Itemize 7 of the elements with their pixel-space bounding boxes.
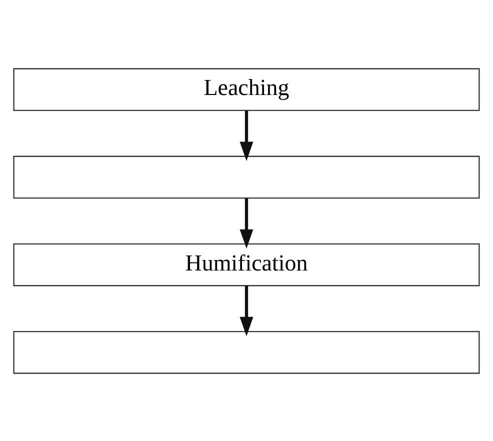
- node-box: Leaching: [13, 68, 480, 110]
- node-box: Humification: [13, 242, 480, 286]
- node-box: [13, 155, 480, 198]
- arrow: [240, 198, 254, 248]
- node-box: [13, 330, 480, 374]
- arrow: [240, 110, 254, 160]
- arrow: [240, 285, 254, 336]
